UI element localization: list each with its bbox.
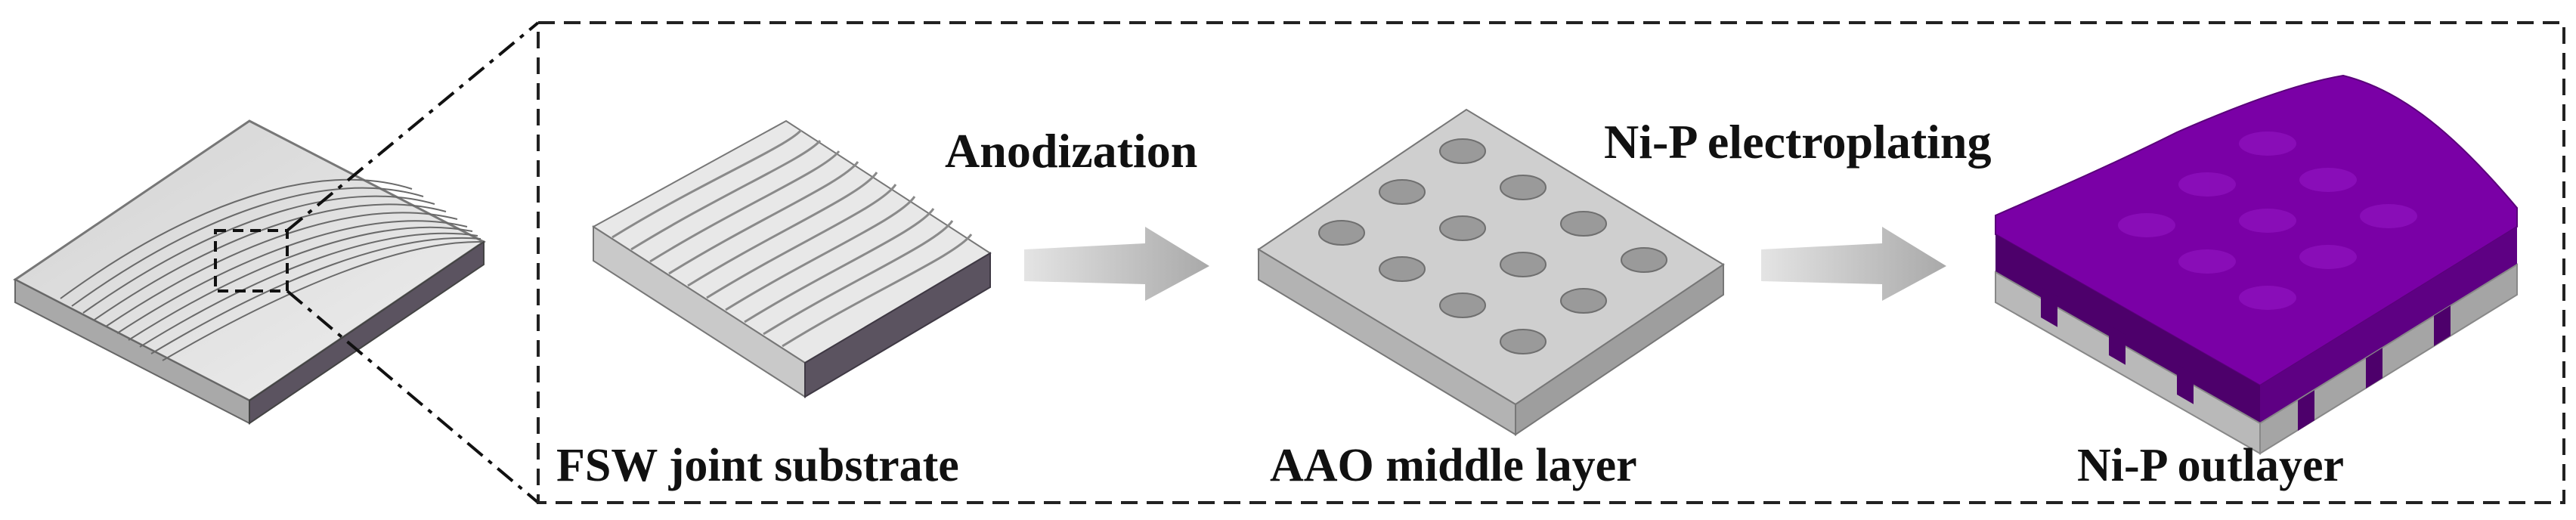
arrow-electroplating [1761, 227, 1946, 301]
label-substrate: FSW joint substrate [556, 440, 959, 491]
weld-lines [60, 178, 483, 361]
step-electroplating: Ni-P electroplating [1604, 115, 1992, 169]
aao-block [1257, 108, 1725, 436]
nip-filled-pores [2041, 287, 2451, 431]
label-nip: Ni-P outlayer [2077, 440, 2344, 491]
nip-block [1995, 74, 2518, 455]
zoom-frame [537, 21, 2565, 504]
nip-bumps [2118, 132, 2417, 310]
label-aao: AAO middle layer [1270, 440, 1637, 491]
fsw-plate-overview [13, 119, 486, 425]
step-anodization: Anodization [945, 124, 1198, 178]
arrow-anodization [1024, 227, 1209, 301]
substrate-grooves [611, 128, 973, 348]
zoom-region [214, 229, 289, 292]
aao-pores [1318, 138, 1667, 354]
zoom-leaders [286, 21, 540, 504]
substrate-block [592, 119, 992, 398]
